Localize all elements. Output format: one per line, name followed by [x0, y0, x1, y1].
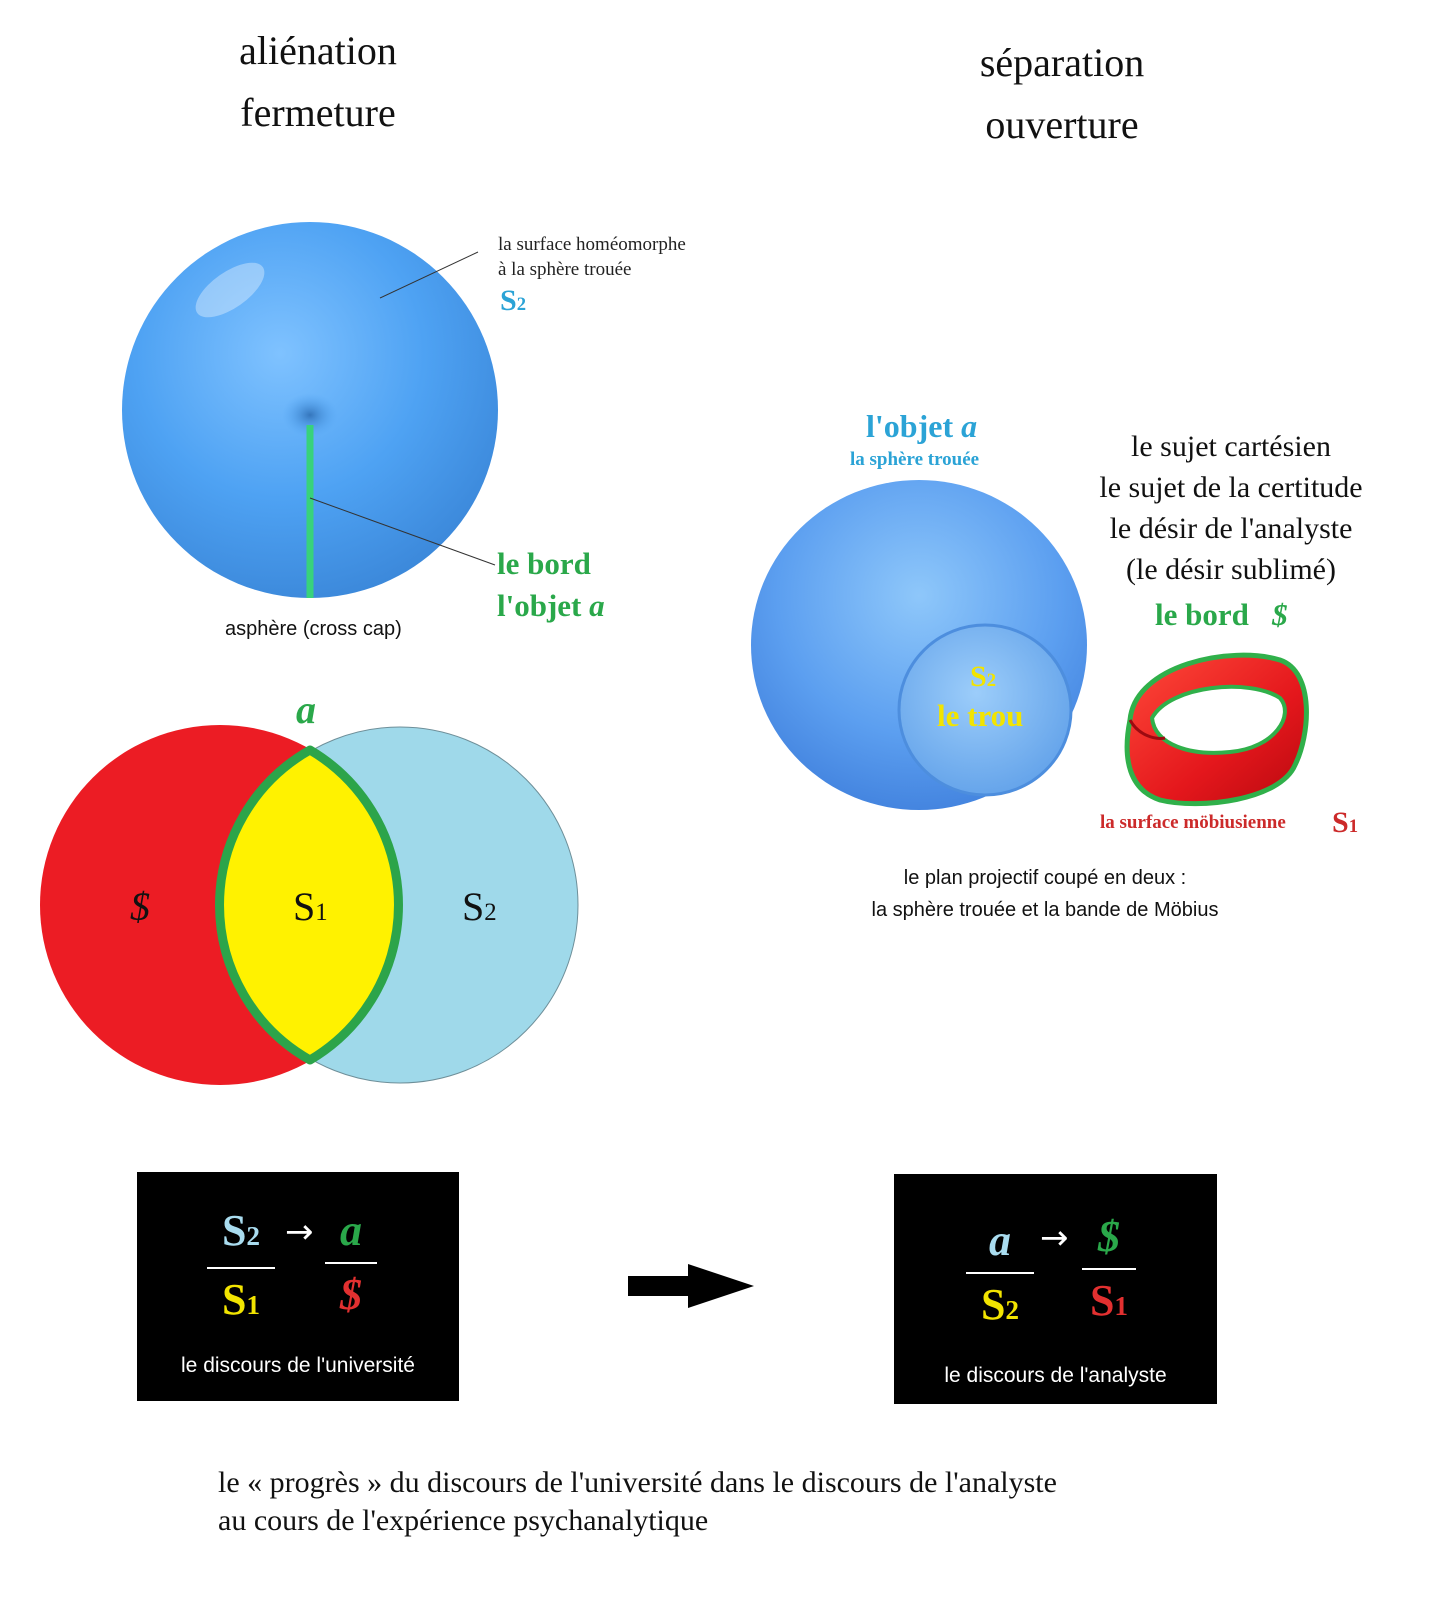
venn-top-letter: a — [296, 687, 316, 732]
projective-object-label: l'objet a — [866, 408, 978, 444]
crosscap-caption: asphère (cross cap) — [225, 618, 402, 640]
university-arrow-icon: → — [285, 1212, 314, 1252]
hole-label: le trou — [937, 698, 1024, 733]
heading-left: aliénation fermeture — [168, 20, 468, 144]
venn-intersection-border — [215, 745, 403, 1065]
footer-text: le « progrès » du discours de l'universi… — [218, 1464, 1057, 1540]
venn-diagram — [40, 725, 579, 1085]
analyst-right-fraction: $ S1 — [1082, 1212, 1136, 1331]
surface-symbol-s2: S2 — [500, 284, 526, 317]
analyst-caption: le discours de l'analyste — [944, 1364, 1167, 1387]
projective-caption: le plan projectif coupé en deux : la sph… — [871, 867, 1219, 921]
projective-sphere-label: la sphère trouée — [850, 449, 980, 470]
heading-separation: séparation — [979, 40, 1145, 85]
subject-lines: le sujet cartésien le sujet de la certit… — [1099, 430, 1363, 586]
crosscap-sphere — [122, 222, 498, 598]
crosscap-edge-label: le bord l'objet a — [497, 546, 605, 623]
progress-arrow-icon — [628, 1264, 754, 1308]
venn-right-symbol: S2 — [462, 884, 497, 929]
footer-line-2: au cours de l'expérience psychanalytique — [218, 1504, 709, 1537]
mobius-band — [1124, 652, 1309, 807]
analyst-discourse-box: a S2 → $ S1 le discours de l'analyste — [894, 1174, 1217, 1404]
heading-fermeture: fermeture — [240, 90, 396, 135]
venn-left-symbol: $ — [130, 884, 150, 929]
surface-label: la surface homéomorphe à la sphère troué… — [498, 234, 686, 280]
venn-intersection — [222, 727, 400, 1083]
holed-sphere — [751, 480, 1087, 810]
hole-symbol-s2: S2 — [970, 660, 996, 693]
university-discourse-box: S2 S1 → a $ le discours de l'université — [137, 1172, 459, 1401]
heading-alienation: aliénation — [239, 28, 397, 73]
mobius-edge-label: le bord $ — [1155, 597, 1288, 632]
university-caption: le discours de l'université — [181, 1354, 415, 1377]
venn-center-symbol: S1 — [293, 884, 328, 929]
analyst-left-fraction: a S2 — [966, 1216, 1034, 1335]
crosscap-leaders — [309, 251, 496, 566]
analyst-arrow-icon: → — [1040, 1218, 1069, 1258]
university-left-fraction: S2 S1 — [207, 1206, 275, 1330]
heading-ouverture: ouverture — [985, 102, 1139, 147]
heading-right: séparation ouverture — [912, 32, 1212, 156]
university-right-fraction: a $ — [325, 1206, 377, 1320]
mobius-label: la surface möbiusienne — [1100, 812, 1286, 833]
footer-line-1: le « progrès » du discours de l'universi… — [218, 1466, 1057, 1499]
mobius-symbol-s1: S1 — [1332, 806, 1358, 839]
